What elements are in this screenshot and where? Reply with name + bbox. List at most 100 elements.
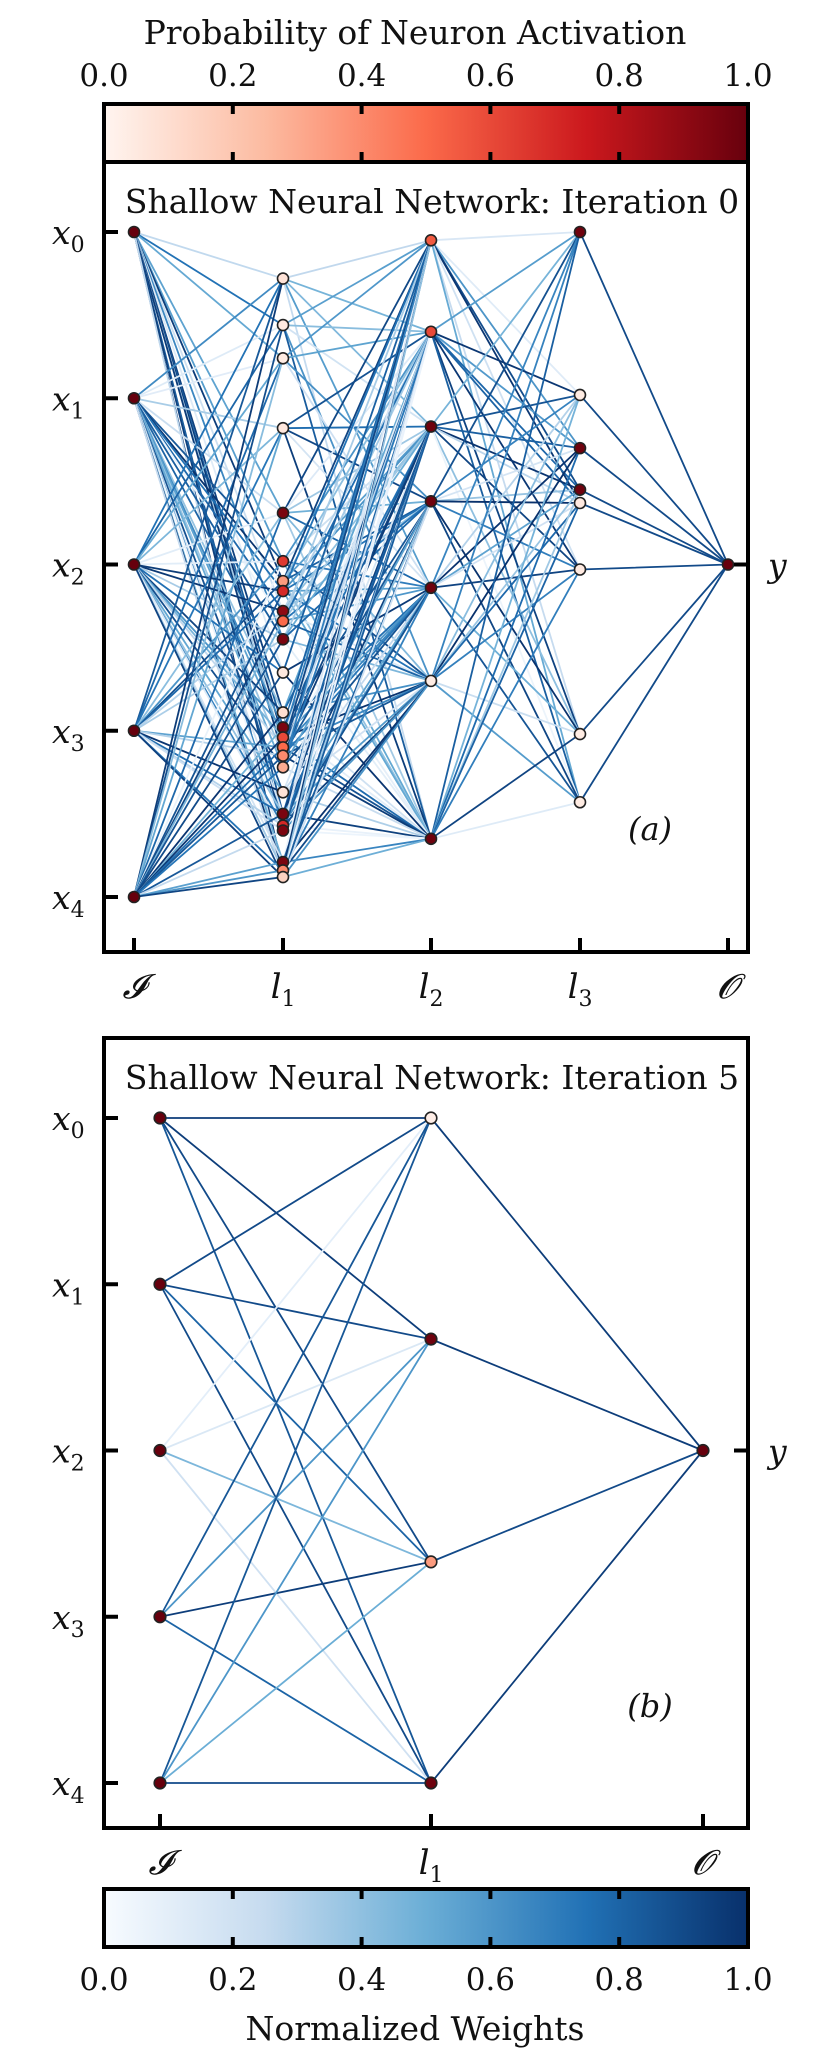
panel-a-edge: [282, 330, 432, 514]
panel-a-edge: [430, 231, 581, 333]
panel-a-layer-label: 𝓞: [717, 967, 746, 1007]
panel-b-input-label: x4: [52, 1764, 85, 1809]
panel-a-edges: [133, 231, 729, 898]
panel-b-edge: [159, 1283, 432, 1784]
panel-a-edge: [133, 397, 284, 769]
panel-a-edge: [133, 563, 284, 878]
panel-a-neuron: [127, 225, 141, 239]
panel-b-neuron: [424, 1776, 438, 1790]
panel-a-edge: [282, 239, 432, 327]
panel-a-edge: [430, 330, 581, 504]
panel-b-input-label: x2: [52, 1432, 85, 1477]
panel-a-edge: [133, 711, 284, 898]
panel-b-edge: [159, 1449, 432, 1563]
panel-a-neuron: [424, 420, 438, 433]
panel-a-edge: [133, 671, 284, 898]
panel-b-layer-label: 𝓘: [149, 1843, 183, 1883]
panel-a-edge: [133, 277, 284, 566]
panel-b: Shallow Neural Network: Iteration 5 (b) …: [52, 1036, 787, 1888]
panel-b-output-label: y: [766, 1432, 787, 1471]
panel-a-edge: [579, 502, 729, 566]
panel-a-edge: [430, 586, 581, 804]
panel-a-edge: [133, 277, 284, 898]
colorbar-top-label: Probability of Neuron Activation: [144, 13, 687, 52]
panel-a-edge: [282, 277, 432, 589]
panel-a-neuron: [276, 666, 290, 679]
panel-a-neuron: [276, 584, 290, 598]
panel-b-edge: [159, 1338, 432, 1784]
panel-a-edge: [430, 447, 581, 682]
panel-a-edge: [282, 425, 432, 430]
panel-a-edge: [430, 330, 581, 571]
panel-a-edge: [282, 638, 432, 840]
panel-a-edge: [133, 638, 284, 732]
colorbar-bottom-tick-label: 0.4: [337, 1962, 386, 1998]
panel-a-edge: [282, 586, 432, 757]
panel-a-edge: [282, 736, 432, 840]
panel-a-edge: [133, 231, 284, 280]
colorbar-bottom-tick-label: 0.8: [595, 1962, 644, 1998]
panel-a-edge: [579, 563, 729, 804]
colorbar-bottom-frame: [102, 1887, 750, 1949]
colorbar-top-gradient: [104, 104, 748, 162]
panel-a-edge: [430, 330, 581, 804]
panel-a-edge: [430, 679, 581, 804]
panel-a-neuron: [424, 234, 438, 247]
panel-a-edge: [133, 560, 284, 732]
panel-b-edge: [159, 1117, 432, 1618]
panel-a-edge: [133, 397, 284, 794]
panel-b-label: (b): [627, 1687, 672, 1725]
panel-b-edge: [430, 1449, 704, 1784]
panel-a-edge: [133, 324, 284, 566]
panel-a-edge: [133, 357, 284, 400]
panel-b-edge: [430, 1449, 704, 1563]
panel-a-edge: [133, 397, 284, 641]
panel-a-neuron: [573, 388, 587, 402]
panel-a-edge: [282, 239, 432, 832]
panel-a-edge: [133, 560, 284, 566]
colorbar-bottom-label: Normalized Weights: [245, 2009, 584, 2048]
panel-a-frame: [102, 160, 750, 954]
panel-a-edge: [282, 586, 432, 872]
panel-a-output-label: y: [766, 546, 787, 585]
panel-a-edge: [133, 231, 284, 514]
panel-a-edge: [430, 500, 581, 504]
panel-a-edge: [282, 239, 432, 674]
panel-a-edge: [430, 239, 581, 396]
panel-a-neuron: [424, 495, 438, 508]
panel-b-edge: [159, 1117, 432, 1341]
panel-a-edge: [133, 869, 284, 898]
panel-a-neuron: [276, 785, 290, 799]
panel-a-edge: [133, 231, 284, 583]
panel-a-edge: [579, 447, 729, 566]
panel-b-edge: [430, 1338, 704, 1452]
panel-a-edge: [282, 330, 432, 622]
panel-a-edge: [430, 425, 581, 735]
panel-a-edge: [430, 231, 581, 840]
colorbar-top-tick-label: 0.4: [337, 58, 386, 94]
panel-a-edge: [133, 397, 284, 514]
colorbar-top-tick-label: 0.0: [79, 58, 128, 94]
panel-a-edge: [282, 425, 432, 612]
panel-b-edge: [159, 1117, 432, 1563]
panel-a-edge: [133, 512, 284, 566]
panel-a-edge: [430, 502, 581, 589]
panel-a-edge: [430, 568, 581, 840]
panel-b-neuron: [153, 1277, 167, 1291]
panel-a-edge: [579, 231, 729, 566]
panel-a-edge: [133, 427, 284, 898]
colorbar-bottom-tick-label: 1.0: [723, 1962, 772, 1998]
panel-b-edge: [159, 1117, 432, 1784]
panel-a-edge: [133, 590, 284, 898]
panel-a-edge: [579, 394, 729, 566]
panel-b-edge: [159, 1615, 432, 1784]
panel-a-edge: [133, 620, 284, 898]
panel-a-edge: [282, 586, 432, 769]
panel-a-edge: [282, 837, 432, 878]
colorbar-top-tick-label: 0.8: [595, 58, 644, 94]
panel-a-edge: [282, 586, 432, 749]
panel-a-layer-label: l1: [271, 967, 296, 1012]
panel-a-edge: [579, 563, 729, 735]
